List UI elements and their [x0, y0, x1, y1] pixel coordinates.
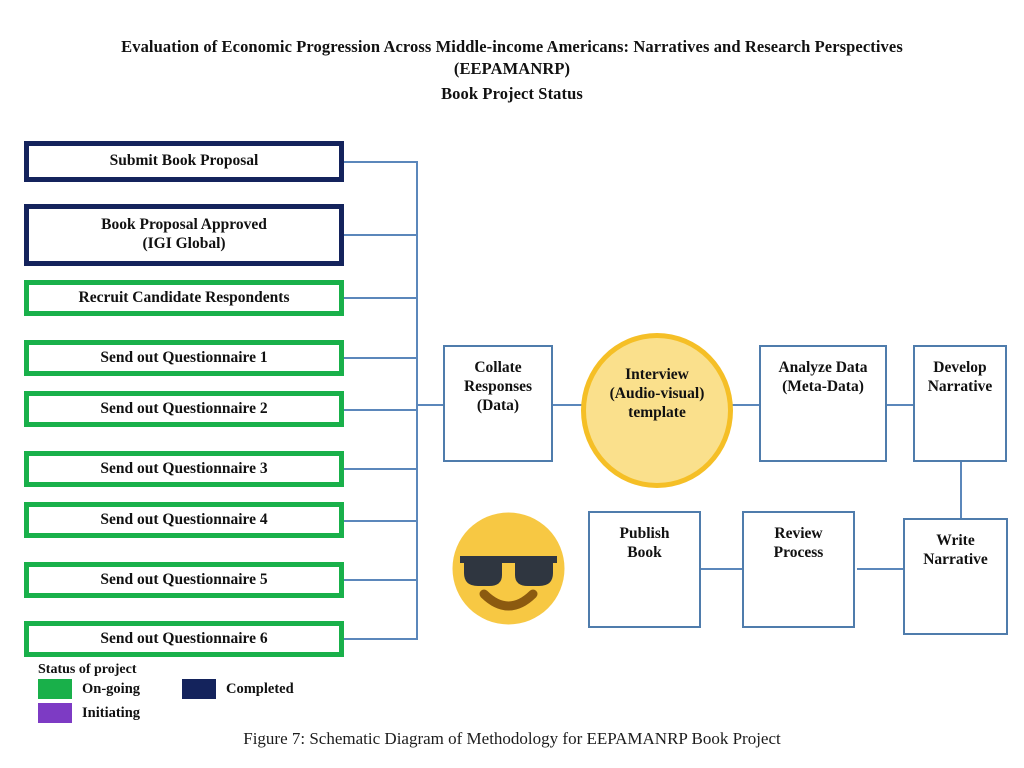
page-title: Evaluation of Economic Progression Acros…: [0, 36, 1024, 105]
legend-label-completed: Completed: [226, 681, 294, 697]
connector-analyze-to-develop: [886, 404, 914, 406]
connector-node-6: [343, 468, 418, 470]
node-book-proposal-approved[interactable]: Book Proposal Approved(IGI Global): [24, 204, 344, 266]
figure-caption: Figure 7: Schematic Diagram of Methodolo…: [243, 729, 781, 748]
connector-collate-to-interview: [550, 404, 592, 406]
node-recruit-candidate-respondents[interactable]: Recruit Candidate Respondents: [24, 280, 344, 316]
legend-row-1: On-going Completed: [38, 679, 338, 701]
legend: Status of project On-going Completed Ini…: [38, 662, 338, 723]
connector-interview-to-analyze: [724, 404, 762, 406]
node-label: Send out Questionnaire 2: [100, 399, 268, 417]
connector-left-bus: [416, 162, 418, 638]
node-label: Send out Questionnaire 4: [100, 510, 268, 528]
node-send-out-questionnaire-3[interactable]: Send out Questionnaire 3: [24, 451, 344, 487]
connector-node-8: [343, 579, 418, 581]
node-label: Send out Questionnaire 6: [100, 629, 268, 647]
legend-swatch-initiating: [38, 703, 72, 723]
node-send-out-questionnaire-2[interactable]: Send out Questionnaire 2: [24, 391, 344, 427]
node-submit-book-proposal[interactable]: Submit Book Proposal: [24, 141, 344, 182]
node-send-out-questionnaire-6[interactable]: Send out Questionnaire 6: [24, 621, 344, 657]
legend-swatch-completed: [182, 679, 216, 699]
connector-node-5: [343, 409, 418, 411]
legend-swatch-ongoing: [38, 679, 72, 699]
node-send-out-questionnaire-1[interactable]: Send out Questionnaire 1: [24, 340, 344, 376]
connector-bus-to-collate: [416, 404, 446, 406]
node-label: Send out Questionnaire 1: [100, 348, 268, 366]
node-send-out-questionnaire-4[interactable]: Send out Questionnaire 4: [24, 502, 344, 538]
title-line-1: Evaluation of Economic Progression Acros…: [121, 37, 903, 56]
node-label: Book Proposal Approved(IGI Global): [101, 216, 267, 252]
legend-label-initiating: Initiating: [82, 705, 141, 721]
node-label: Send out Questionnaire 5: [100, 570, 268, 588]
node-label: Send out Questionnaire 3: [100, 459, 268, 477]
node-interview-audio-visual-template[interactable]: Interview(Audio-visual)template: [581, 333, 733, 488]
connector-write-to-review: [857, 568, 903, 570]
node-label: Interview(Audio-visual)template: [609, 366, 705, 421]
connector-node-1: [343, 161, 418, 163]
title-line-2: (EEPAMANRP): [453, 59, 571, 79]
node-analyze-data[interactable]: Analyze Data(Meta-Data): [759, 345, 887, 462]
node-label: Analyze Data(Meta-Data): [778, 359, 868, 395]
legend-label-ongoing: On-going: [82, 681, 141, 697]
node-send-out-questionnaire-5[interactable]: Send out Questionnaire 5: [24, 562, 344, 598]
connector-develop-to-write: [960, 462, 962, 518]
legend-title: Status of project: [38, 662, 137, 677]
connector-node-2: [343, 234, 418, 236]
legend-row-2: Initiating: [38, 701, 338, 723]
connector-review-to-publish: [701, 568, 742, 570]
smiling-face-with-sunglasses-icon: [452, 512, 565, 625]
connector-node-7: [343, 520, 418, 522]
connector-node-9: [343, 638, 418, 640]
page-subtitle: Book Project Status: [441, 83, 583, 103]
node-label: Recruit Candidate Respondents: [78, 288, 290, 306]
node-label: Submit Book Proposal: [109, 152, 259, 170]
connector-node-3: [343, 297, 418, 299]
connector-node-4: [343, 357, 418, 359]
